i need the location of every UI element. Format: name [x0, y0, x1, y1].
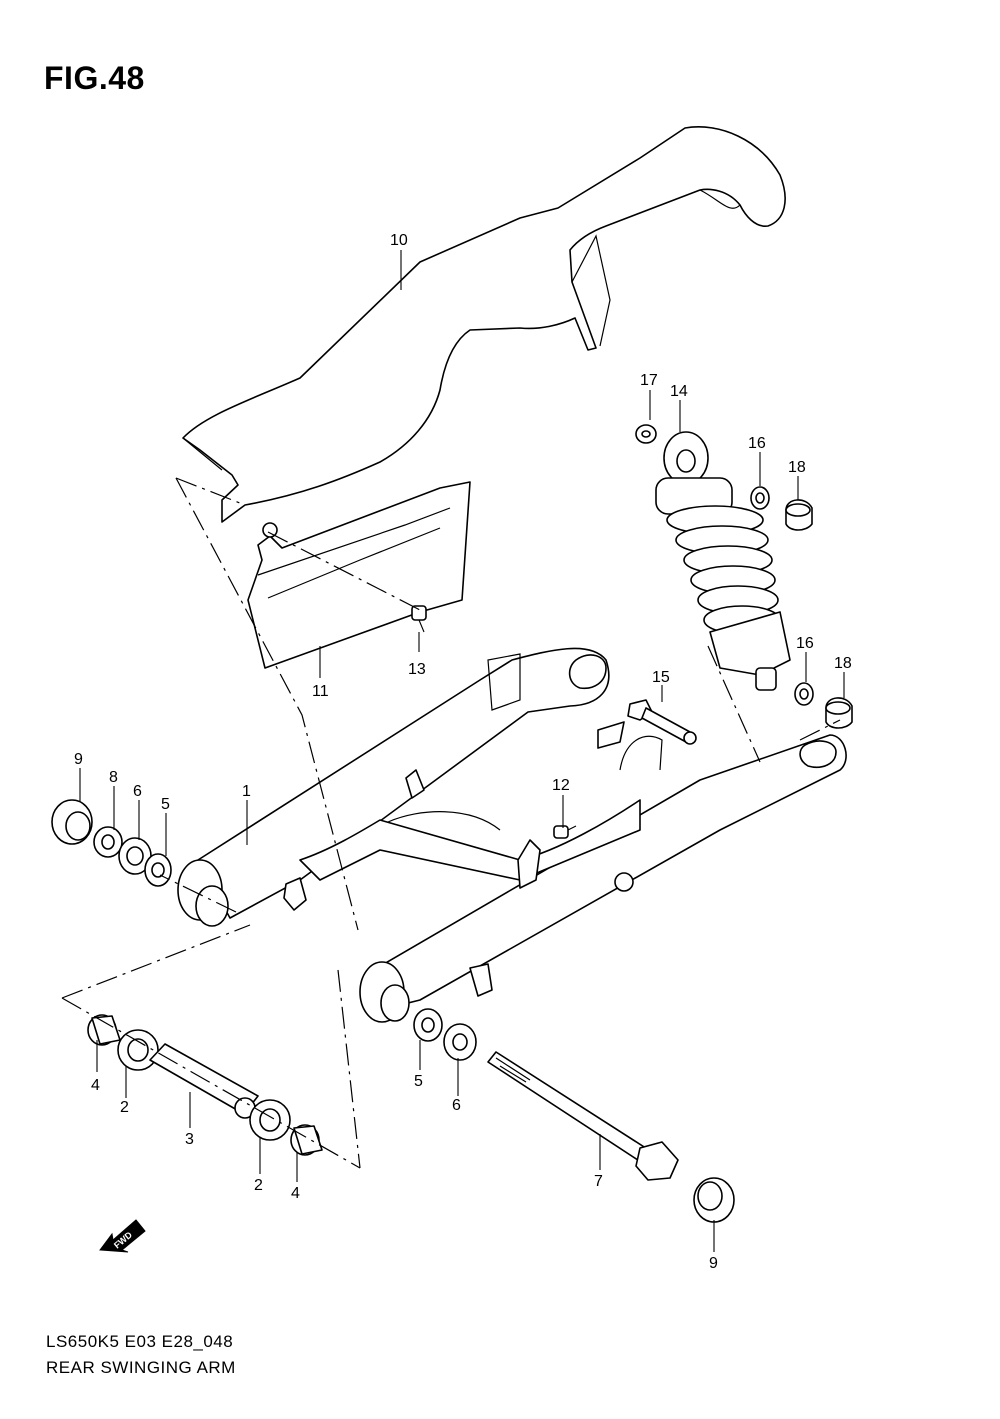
callout-6b: 6: [452, 1097, 461, 1114]
callout-12: 12: [552, 777, 570, 794]
part-chain-case: [182, 126, 786, 523]
callout-16a: 16: [748, 435, 766, 452]
callout-4b: 4: [291, 1185, 300, 1202]
part-collar-4a: [87, 1014, 121, 1046]
figure-title: FIG.48: [44, 60, 145, 96]
part-bearing-2b: [249, 1099, 291, 1141]
callout-13: 13: [408, 661, 426, 678]
callout-11: 11: [312, 683, 329, 700]
callout-2b: 2: [254, 1177, 263, 1194]
diagram-code: LS650K5 E03 E28_048: [46, 1332, 234, 1351]
fwd-arrow-icon: FWD: [99, 1219, 146, 1253]
part-bolt-12: [553, 825, 577, 839]
callout-15: 15: [652, 669, 670, 686]
part-washer-5a: [144, 853, 172, 887]
callout-1: 1: [242, 783, 251, 800]
callout-2a: 2: [120, 1099, 129, 1116]
callout-18b: 18: [834, 655, 852, 672]
part-washer-16a: [750, 486, 770, 510]
part-nut-18a: [785, 499, 813, 531]
callout-3: 3: [185, 1131, 194, 1148]
part-washer-6a: [118, 837, 152, 875]
part-bolt-15: [627, 699, 697, 745]
leader-lines: [79, 250, 845, 1252]
part-collar-4b: [290, 1124, 323, 1156]
callout-4a: 4: [91, 1077, 100, 1094]
part-chain-guard: [247, 481, 471, 669]
callout-6a: 6: [133, 783, 142, 800]
callout-10: 10: [390, 232, 408, 249]
callout-5b: 5: [414, 1073, 423, 1090]
diagram-name: REAR SWINGING ARM: [46, 1358, 236, 1377]
callout-labels: 10 11 13 17 14 16 18 16 18 15 12 1 9 8 6…: [74, 232, 852, 1272]
callout-16b: 16: [796, 635, 814, 652]
callout-14: 14: [670, 383, 688, 400]
assembly-guide-lines: [61, 477, 841, 1169]
part-nut-18b: [825, 697, 853, 729]
part-nut-8: [93, 826, 123, 858]
callout-18a: 18: [788, 459, 806, 476]
part-swing-arm: [177, 647, 847, 1023]
part-washer-5b: [413, 1008, 443, 1042]
part-cap-9a: [51, 799, 93, 845]
callout-8: 8: [109, 769, 118, 786]
part-cap-9b: [693, 1177, 735, 1223]
part-washer-6b: [443, 1023, 477, 1061]
part-pivot-spacer-3: [149, 1043, 259, 1119]
callout-9a: 9: [74, 751, 83, 768]
part-bolt-13: [411, 605, 427, 633]
callout-17: 17: [640, 372, 658, 389]
part-pivot-shaft-7: [487, 1051, 679, 1181]
part-washer-16b: [794, 682, 814, 706]
callout-7: 7: [594, 1173, 603, 1190]
callout-9b: 9: [709, 1255, 718, 1272]
part-rear-shock-absorber: [655, 431, 791, 691]
callout-5a: 5: [161, 796, 170, 813]
part-washer-17: [635, 424, 657, 444]
